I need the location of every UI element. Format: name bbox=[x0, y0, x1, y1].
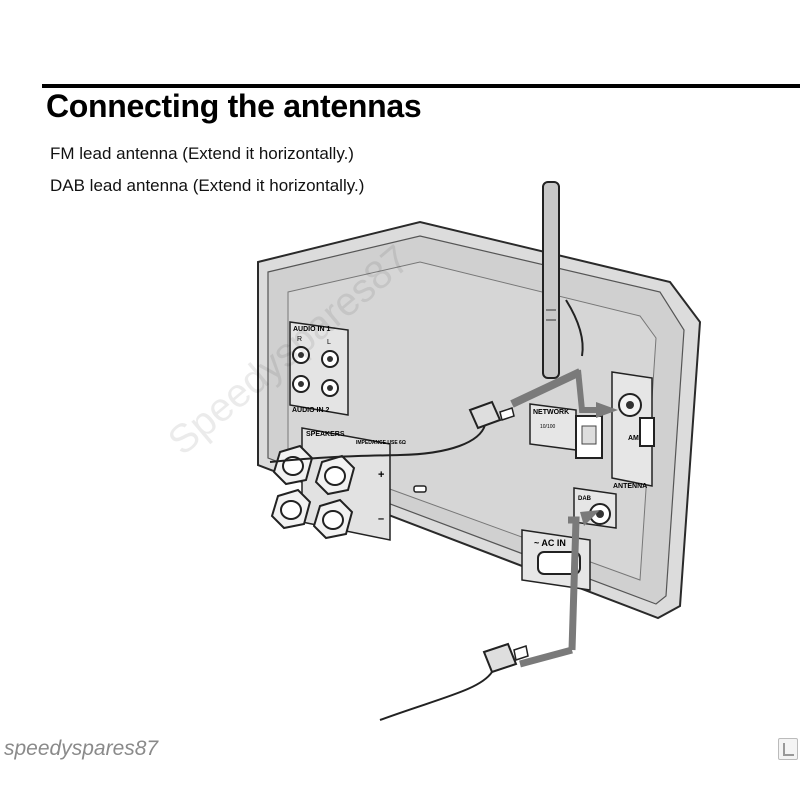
audio-in-r-label: R bbox=[297, 336, 302, 343]
am-antenna-terminal[interactable] bbox=[639, 417, 655, 447]
am-label: AM bbox=[628, 435, 639, 442]
antenna-block: AM ANTENNA bbox=[611, 371, 655, 490]
audio-in-2-label: AUDIO IN 2 bbox=[292, 407, 329, 414]
network-sub-label: 10/100 bbox=[540, 424, 556, 430]
ac-in-block: ~ AC IN bbox=[521, 529, 591, 591]
fm-antenna-plug bbox=[468, 400, 502, 430]
ac-in-label: ~ AC IN bbox=[534, 538, 566, 548]
audio-in-l-label: L bbox=[327, 339, 331, 346]
speakers-label: SPEAKERS bbox=[306, 431, 345, 438]
audio-in-1-label: AUDIO IN 1 bbox=[293, 326, 330, 333]
speaker-terminal-r-plus[interactable] bbox=[272, 444, 314, 486]
speaker-terminal-l-minus[interactable] bbox=[312, 498, 354, 540]
speaker-terminal-l-plus[interactable] bbox=[314, 454, 356, 496]
network-label: NETWORK bbox=[533, 409, 569, 416]
ac-in-socket[interactable] bbox=[537, 551, 581, 575]
dab-terminal-label: DAB bbox=[578, 496, 592, 502]
top-rule bbox=[42, 84, 800, 88]
fm-antenna-caption: FM lead antenna (Extend it horizontally.… bbox=[50, 144, 354, 163]
audio-in-block: AUDIO IN 1 R L AUDIO IN 2 bbox=[289, 321, 349, 416]
dab-antenna-plug bbox=[482, 642, 518, 674]
speakers-plus-label: + bbox=[378, 469, 384, 481]
corner-logo-icon bbox=[778, 738, 798, 760]
dab-terminal-block: DAB bbox=[573, 487, 617, 529]
speakers-impedance-label: IMPEDANCE USE 6Ω bbox=[356, 440, 406, 446]
speaker-terminal-r-minus[interactable] bbox=[270, 488, 312, 530]
panel-slot bbox=[413, 485, 427, 493]
network-block: NETWORK 10/100 bbox=[529, 403, 603, 459]
corner-watermark: speedyspares87 bbox=[4, 737, 159, 760]
dab-lead-antenna bbox=[379, 510, 600, 721]
wireless-antenna bbox=[542, 181, 584, 379]
antenna-label: ANTENNA bbox=[613, 483, 647, 490]
fm-lead-antenna bbox=[269, 368, 618, 463]
dab-antenna-caption: DAB lead antenna (Extend it horizontally… bbox=[50, 176, 365, 195]
speakers-minus-label: – bbox=[378, 513, 384, 525]
page-title: Connecting the antennas bbox=[46, 88, 422, 124]
